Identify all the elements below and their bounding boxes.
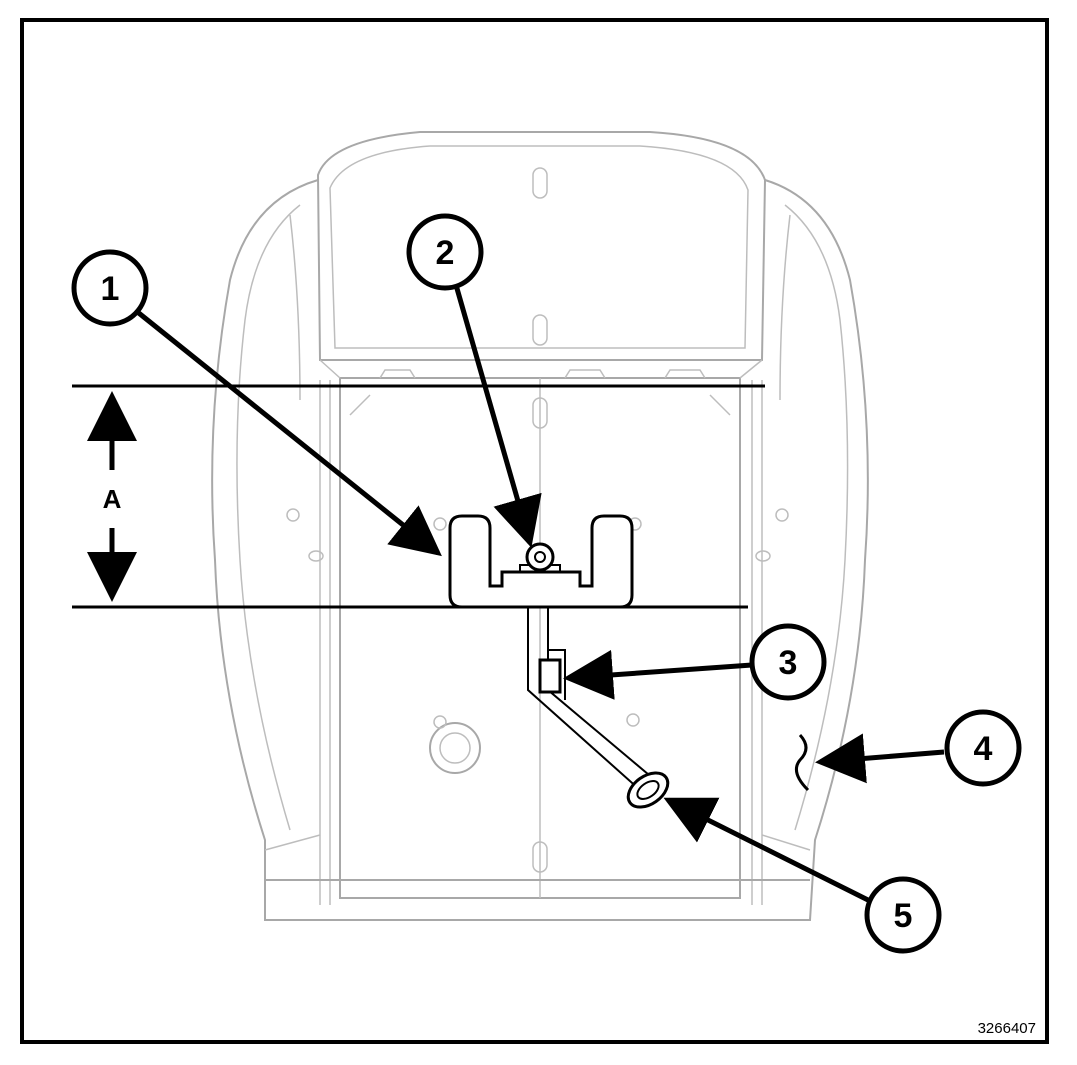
leader-1	[133, 308, 442, 557]
dimension-a: A	[72, 384, 765, 609]
sensor-stud	[525, 542, 555, 572]
wire-clip	[538, 658, 562, 694]
leader-lines	[133, 284, 945, 903]
callout-5: 5	[864, 876, 942, 954]
figure-id: 3266407	[978, 1020, 1036, 1037]
connector	[626, 771, 670, 809]
sensor-bracket	[448, 514, 634, 609]
callout-4: 4	[944, 709, 1022, 787]
svg-text:4: 4	[974, 730, 993, 768]
svg-text:5: 5	[894, 897, 913, 935]
svg-text:3: 3	[779, 644, 798, 682]
leader-5	[663, 797, 870, 903]
dimension-label: A	[103, 484, 122, 514]
svg-text:1: 1	[101, 270, 120, 308]
svg-text:2: 2	[436, 234, 455, 272]
leader-4	[815, 733, 945, 784]
leader-3	[563, 649, 753, 700]
seat-back-outline	[211, 131, 869, 921]
callout-3: 3	[749, 623, 827, 701]
seat-edge-notch	[794, 733, 810, 792]
callout-1: 1	[71, 249, 149, 327]
callout-2: 2	[406, 213, 484, 291]
leader-2	[453, 284, 542, 548]
